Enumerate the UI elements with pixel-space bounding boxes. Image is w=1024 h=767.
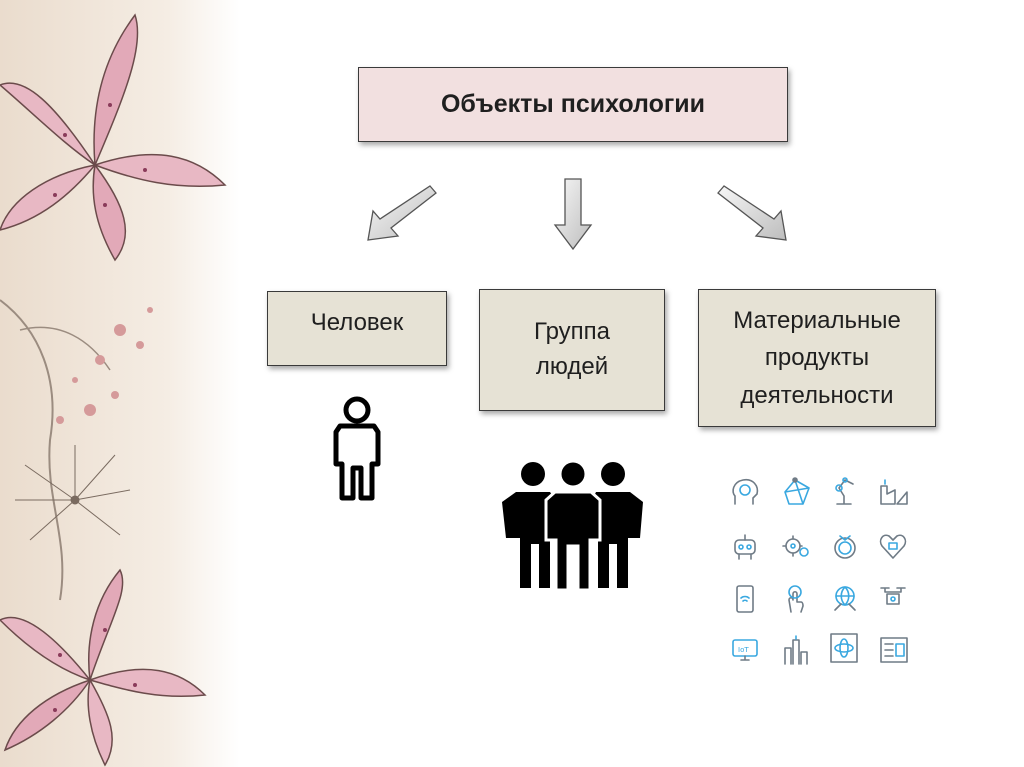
gears-icon xyxy=(782,535,809,557)
lily-top xyxy=(0,13,227,262)
lily-bottom xyxy=(0,568,207,767)
child-node-label: Материальные продукты деятельности xyxy=(733,307,901,409)
floral-decoration xyxy=(0,0,240,767)
arrow-center xyxy=(553,178,593,251)
brain-head-icon xyxy=(732,478,759,505)
person-icon xyxy=(333,396,381,501)
drone-icon xyxy=(880,587,906,605)
iot-text: IoT xyxy=(738,646,749,654)
touch-hand-icon xyxy=(788,585,804,613)
factory-chart-icon xyxy=(880,479,908,505)
smart-ring-icon xyxy=(834,535,856,559)
group-of-people-icon xyxy=(502,460,643,592)
network-globe-icon xyxy=(784,477,810,505)
smart-city-icon xyxy=(784,635,808,665)
root-node: Объекты психологии xyxy=(358,67,788,142)
child-node-label: Группа людей xyxy=(533,318,611,380)
child-node-products: Материальные продукты деятельности xyxy=(698,289,936,427)
arrow-left xyxy=(367,185,437,241)
heart-monitor-icon xyxy=(879,534,907,559)
child-node-label: Человек xyxy=(310,309,404,336)
robot-icon xyxy=(734,534,756,560)
technology-icons-grid: IoT xyxy=(732,477,908,665)
root-node-label: Объекты психологии xyxy=(440,90,705,118)
robot-arm-icon xyxy=(835,477,854,505)
child-node-group: Группа людей xyxy=(479,289,665,411)
iot-screen-icon: IoT xyxy=(732,639,758,661)
arrow-right xyxy=(717,185,787,241)
atom-book-icon xyxy=(830,633,858,663)
child-node-person: Человек xyxy=(267,291,447,366)
smartphone-wifi-icon xyxy=(736,585,754,613)
global-network-icon xyxy=(834,586,856,611)
control-panel-icon xyxy=(880,637,908,663)
line-flower xyxy=(15,445,131,541)
